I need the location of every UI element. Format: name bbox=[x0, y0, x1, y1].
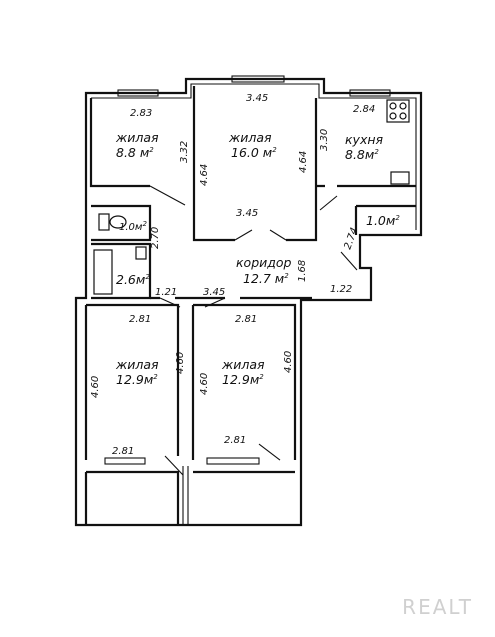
room3-door bbox=[164, 455, 184, 476]
corridor-area: 12.7 м2 bbox=[243, 271, 289, 286]
dim-k-top: 2.84 bbox=[353, 104, 375, 115]
dim-r4-left: 4.60 bbox=[199, 373, 210, 395]
room3-name: жилая bbox=[115, 357, 159, 372]
room4-area: 12.9м2 bbox=[222, 372, 264, 387]
dim-r1-side: 3.32 bbox=[179, 141, 190, 163]
dim-pantry: 2.74 bbox=[342, 226, 360, 251]
dim-k-side: 3.30 bbox=[319, 129, 330, 151]
dim-r2-right: 4.64 bbox=[298, 151, 309, 173]
washbasin-icon bbox=[135, 246, 147, 260]
outer-wall bbox=[74, 77, 423, 527]
balcony-inner bbox=[182, 466, 189, 525]
stove-icon bbox=[386, 99, 410, 123]
windows bbox=[104, 75, 391, 465]
dim-r2-top: 3.45 bbox=[246, 93, 268, 104]
kitchen-door bbox=[319, 195, 338, 211]
dim-r4-bottom: 2.81 bbox=[224, 435, 246, 446]
room1-door bbox=[149, 185, 186, 206]
toilet-icon bbox=[98, 213, 127, 231]
sink-icon bbox=[390, 171, 410, 185]
dim-corr-h: 1.68 bbox=[297, 260, 308, 282]
bath-wall bbox=[91, 242, 152, 300]
kitchen-name: кухня bbox=[345, 132, 384, 147]
room3-wall bbox=[84, 303, 180, 460]
dim-corr-w: 3.45 bbox=[203, 287, 225, 298]
room2-name: жилая bbox=[228, 130, 272, 145]
dim-r3-left: 4.60 bbox=[90, 376, 101, 398]
corridor-name: коридор bbox=[236, 255, 292, 270]
dim-corr-b: 1.22 bbox=[330, 284, 352, 295]
dim-r3-top: 2.81 bbox=[129, 314, 151, 325]
room4-door bbox=[258, 443, 281, 461]
room3-area: 12.9м2 bbox=[116, 372, 158, 387]
room1-area: 8.8 м2 bbox=[116, 145, 154, 160]
pantry-wall bbox=[354, 204, 416, 235]
room2-area: 16.0 м2 bbox=[231, 145, 277, 160]
dim-r4-right: 4.60 bbox=[283, 351, 294, 373]
room4-name: жилая bbox=[221, 357, 265, 372]
dim-r3-bottom: 2.81 bbox=[112, 446, 134, 457]
balcony-wall bbox=[84, 470, 295, 525]
pantry-area: 1.0м2 bbox=[366, 213, 400, 228]
room1-name: жилая bbox=[115, 130, 159, 145]
wc-wall bbox=[91, 204, 152, 242]
dim-bath-h: 2.70 bbox=[150, 227, 161, 249]
room2-door bbox=[234, 229, 287, 241]
dim-r1-left: 4.64 bbox=[199, 164, 210, 186]
bathtub-icon bbox=[93, 249, 113, 295]
room4-wall bbox=[191, 303, 297, 460]
dim-r2-bottom: 3.45 bbox=[236, 208, 258, 219]
realt-watermark: REALT bbox=[402, 595, 473, 619]
kitchen-area: 8.8м2 bbox=[345, 147, 379, 162]
dim-r4-top: 2.81 bbox=[235, 314, 257, 325]
wc-area: 1.0м2 bbox=[119, 220, 147, 233]
dim-r3-right: 4.60 bbox=[175, 352, 186, 374]
room1-wall bbox=[89, 98, 150, 188]
outer-wall-inner bbox=[91, 83, 417, 230]
bath-area: 2.6м2 bbox=[116, 272, 150, 287]
room2-wall bbox=[192, 86, 318, 242]
dim-r1-top: 2.83 bbox=[130, 108, 152, 119]
dim-corr-a: 1.21 bbox=[155, 287, 177, 298]
